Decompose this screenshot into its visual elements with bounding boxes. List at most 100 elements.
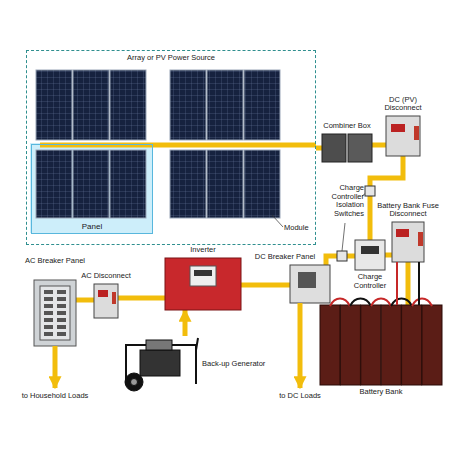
- disconnect-symbol: [391, 124, 405, 132]
- leader-line: [272, 215, 283, 227]
- wire: [372, 143, 386, 148]
- solar-module: [207, 150, 243, 218]
- component-label: DC (PV) Disconnect: [381, 96, 425, 113]
- part-label: Charge Controller Isolation Switches: [320, 184, 364, 219]
- disconnect-symbol: [386, 116, 420, 156]
- combiner-box-symbol: [322, 134, 372, 162]
- breaker-switch: [44, 304, 53, 308]
- component-label: Panel: [82, 222, 102, 231]
- breaker-switch: [44, 290, 53, 294]
- generator-symbol: [125, 338, 198, 391]
- fuse-disconnect-symbol: [392, 222, 424, 262]
- solar-module: [207, 70, 243, 140]
- breaker-switch: [57, 325, 66, 329]
- component-label: Charge Controller: [347, 273, 393, 290]
- disconnect-symbol: [414, 126, 419, 140]
- charge-controller: Charge Controller: [355, 240, 385, 270]
- ac-breaker-panel: AC Breaker Panel: [34, 280, 76, 346]
- panel-region: Panel: [31, 144, 153, 234]
- fuse-disconnect: Battery Bank Fuse Disconnect: [392, 222, 424, 262]
- wire: [316, 146, 322, 151]
- dc-breaker-symbol: [290, 265, 330, 303]
- component-label: Battery Bank Fuse Disconnect: [377, 202, 439, 219]
- ac-breaker-symbol: [34, 280, 76, 346]
- battery-cell: [402, 305, 422, 385]
- part-label: Module: [284, 224, 309, 233]
- wire: [385, 253, 392, 258]
- solar-module: [170, 150, 206, 218]
- backup-generator: Back-up Generator: [122, 336, 198, 392]
- battery-cable: [412, 299, 432, 307]
- breaker-switch: [44, 311, 53, 315]
- solar-module: [244, 150, 280, 218]
- ac-disconnect: AC Disconnect: [94, 284, 118, 318]
- leader-line: [342, 223, 345, 251]
- array-region: Panel Array or PV Power Source: [26, 50, 316, 245]
- breaker-switch: [57, 290, 66, 294]
- breaker-switch: [57, 332, 66, 336]
- component-label: AC Disconnect: [81, 272, 131, 281]
- solar-module: [73, 150, 109, 218]
- generator-symbol: [196, 338, 198, 350]
- breaker-switch: [44, 332, 53, 336]
- wire: [118, 296, 165, 301]
- generator-symbol: [140, 350, 180, 376]
- dc-breaker-symbol: [298, 272, 316, 288]
- ac-breaker-symbol: [40, 286, 70, 340]
- wire: [241, 283, 290, 288]
- load-label: to DC Loads: [279, 392, 321, 401]
- inverter-symbol: [190, 266, 216, 286]
- battery-bank: Battery Bank: [320, 305, 442, 385]
- generator-symbol: [125, 373, 143, 391]
- battery-cable: [396, 262, 398, 305]
- disconnect-switch: DC (PV) Disconnect: [386, 116, 420, 156]
- combiner-box-symbol: [348, 134, 372, 162]
- disconnect-symbol: [386, 116, 420, 156]
- ac-disconnect-symbol: [112, 292, 116, 304]
- ac-disconnect-symbol: [94, 284, 118, 318]
- charge-controller-symbol: [355, 240, 385, 270]
- breaker-switch: [57, 304, 66, 308]
- load-wire: [298, 303, 303, 388]
- load-wire: [55, 303, 300, 388]
- dc-breaker-symbol: [290, 265, 330, 303]
- battery-cell: [320, 305, 340, 385]
- solar-module: [170, 70, 206, 140]
- battery-cell: [381, 305, 401, 385]
- battery-cell: [422, 305, 442, 385]
- ac-breaker-symbol: [34, 280, 76, 346]
- fuse-disconnect-symbol: [418, 232, 423, 246]
- isolation-switch: [337, 251, 347, 261]
- breaker-switch: [44, 297, 53, 301]
- isolation-switch: [365, 186, 375, 196]
- battery-cable: [330, 262, 432, 306]
- component-label: Battery Bank: [360, 388, 403, 397]
- combiner-box-symbol: [322, 134, 346, 162]
- solar-module: [36, 150, 72, 218]
- battery-cable: [418, 262, 420, 305]
- combiner-box: Combiner Box: [322, 134, 372, 162]
- breaker-switch: [44, 290, 66, 336]
- charge-controller-symbol: [361, 246, 379, 254]
- load-wire: [53, 346, 58, 388]
- inverter-symbol: [165, 258, 241, 310]
- breaker-switch: [57, 311, 66, 315]
- solar-module: [73, 70, 109, 140]
- inverter-symbol: [194, 270, 212, 276]
- battery-cell: [320, 305, 442, 385]
- generator-symbol: [146, 340, 172, 350]
- component-label: DC Breaker Panel: [255, 253, 315, 262]
- breaker-switch: [44, 318, 53, 322]
- dc-breaker-panel: DC Breaker Panel: [290, 265, 330, 303]
- inverter: Inverter: [165, 258, 241, 310]
- component-label: Back-up Generator: [202, 360, 265, 369]
- component-label: Array or PV Power Source: [127, 54, 215, 63]
- panel-highlight: [30, 143, 152, 233]
- ac-disconnect-symbol: [94, 284, 118, 318]
- battery-cell: [340, 305, 360, 385]
- breaker-switch: [57, 297, 66, 301]
- solar-module: [36, 70, 72, 140]
- charge-controller-symbol: [355, 240, 385, 270]
- battery-cable: [391, 299, 412, 307]
